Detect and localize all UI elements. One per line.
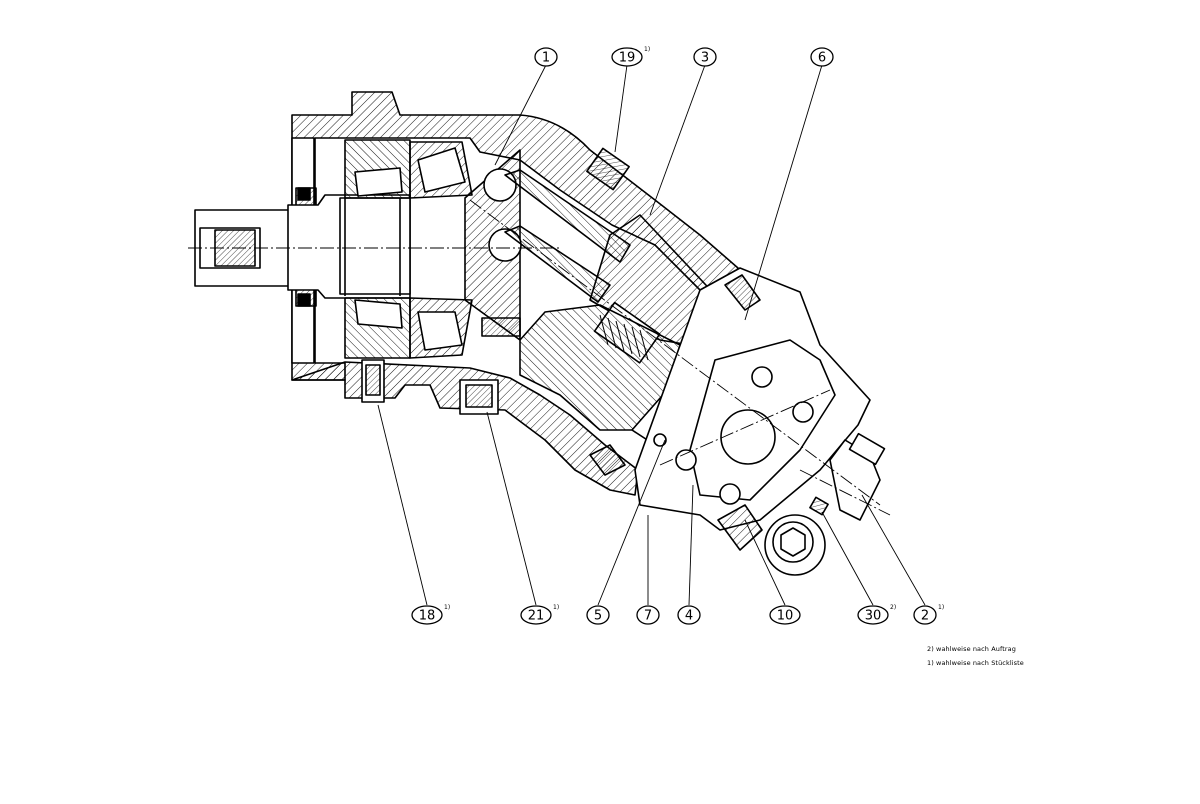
callout-6: 6: [810, 47, 834, 67]
callout-sup-2: 1): [938, 604, 944, 611]
port-main: [720, 409, 776, 465]
seal-ring-bottom: [297, 293, 311, 307]
bolt-hole-3: [675, 449, 697, 471]
bolt-hole-1: [751, 366, 773, 388]
callout-21: 21 1): [520, 604, 559, 625]
callout-label-30: 30: [865, 609, 882, 624]
callout-sup-19: 1): [644, 46, 650, 53]
bolt-hole-5: [653, 433, 667, 447]
shaft-collar: [339, 197, 411, 295]
callout-2: 2 1): [913, 604, 944, 625]
callout-10: 10: [769, 605, 801, 625]
callout-label-4: 4: [685, 609, 693, 624]
roller2-top: [417, 147, 466, 193]
screw-bottom-port: [589, 444, 626, 476]
callout-sup-21: 1): [553, 604, 559, 611]
callout-label-10: 10: [777, 609, 794, 624]
callout-18: 18 1): [411, 604, 450, 625]
callout-5: 5: [586, 605, 610, 625]
bolt-hole-4: [719, 483, 741, 505]
callout-sup-18: 1): [444, 604, 450, 611]
screw-misc: [481, 317, 521, 337]
footnote-1: 1) wahlweise nach Stückliste: [927, 659, 1024, 667]
port-axis: [659, 389, 831, 466]
callout-3: 3: [693, 47, 717, 67]
callout-label-6: 6: [818, 51, 826, 66]
screw-top-port: [724, 274, 761, 311]
roller2-bottom: [417, 311, 463, 351]
callout-label-21: 21: [528, 609, 545, 624]
callout-label-1: 1: [542, 51, 550, 66]
callout-7: 7: [636, 605, 660, 625]
valve-cap: [848, 432, 886, 466]
leader-lines: [377, 64, 926, 606]
callout-19: 19 1): [611, 46, 650, 67]
seal-ring-top: [297, 187, 311, 201]
callout-30: 30 2): [857, 604, 896, 625]
screw-19: [586, 147, 630, 191]
callout-sup-30: 2): [890, 604, 896, 611]
screw-21-thread: [465, 384, 493, 408]
callout-label-7: 7: [644, 609, 652, 624]
callout-4: 4: [677, 605, 701, 625]
barrel-axis: [469, 199, 881, 506]
roller-top: [354, 167, 403, 197]
hex-head: [780, 527, 806, 557]
valve-axis: [799, 469, 891, 516]
callout-label-5: 5: [594, 609, 602, 624]
roller-bottom: [354, 299, 403, 329]
callout-label-18: 18: [419, 609, 436, 624]
callout-label-2: 2: [921, 609, 929, 624]
callout-label-19: 19: [619, 51, 636, 66]
screw-30: [809, 496, 829, 516]
bracket-10: [717, 504, 763, 551]
callout-label-3: 3: [701, 51, 709, 66]
footnote-2: 2) wahlweise nach Auftrag: [927, 645, 1016, 653]
callouts: 1 19 1) 3 6 18 1) 21 1) 5 7 4 10 30 2) 2 1): [411, 46, 944, 625]
callout-1: 1: [534, 47, 558, 67]
bolt-hole-2: [792, 401, 814, 423]
screw-18-thread: [365, 364, 381, 396]
